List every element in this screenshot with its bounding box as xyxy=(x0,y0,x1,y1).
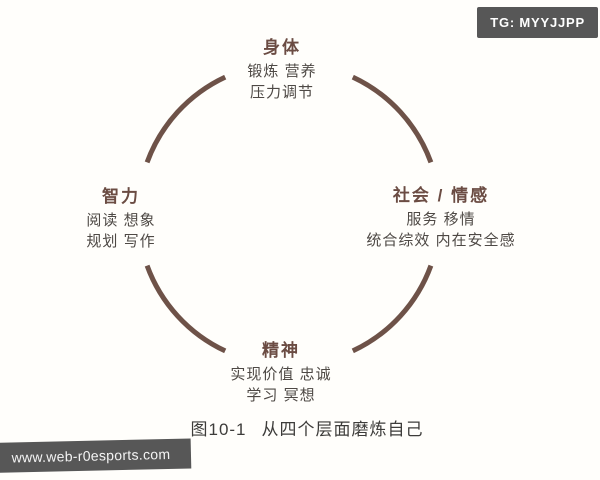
section-line: 统合综效 内在安全感 xyxy=(366,232,516,249)
section-line: 压力调节 xyxy=(249,84,315,101)
circle-arc-northwest xyxy=(144,74,227,164)
section-social-emotional: 社会 / 情感 服务 移情 统合综效 内在安全感 xyxy=(366,185,515,251)
section-physical: 身体 锻炼 营养 压力调节 xyxy=(247,37,316,103)
figure-number: 图10-1 xyxy=(190,420,247,439)
section-title: 社会 / 情感 xyxy=(392,186,490,205)
section-line: 服务 移情 xyxy=(406,211,476,228)
circle-arc-southwest xyxy=(144,264,227,354)
section-title: 智力 xyxy=(101,187,140,206)
section-title: 身体 xyxy=(262,38,301,57)
circle-arc-southeast xyxy=(351,264,434,354)
circle-arc-northeast xyxy=(351,74,434,164)
section-spiritual: 精神 实现价值 忠诚 学习 冥想 xyxy=(230,340,331,406)
website-watermark-ribbon: www.web-r0esports.com xyxy=(0,438,192,473)
telegram-watermark-badge: TG: MYYJJPP xyxy=(477,7,598,38)
section-line: 阅读 想象 xyxy=(86,212,156,229)
section-line: 规划 写作 xyxy=(86,233,156,250)
section-title: 精神 xyxy=(261,341,300,360)
section-line: 实现价值 忠诚 xyxy=(230,366,332,383)
section-line: 学习 冥想 xyxy=(246,387,316,404)
section-mental: 智力 阅读 想象 规划 写作 xyxy=(86,186,155,252)
figure-title: 从四个层面磨炼自己 xyxy=(261,420,424,439)
figure-caption: 图10-1 从四个层面磨炼自己 xyxy=(190,420,423,440)
section-line: 锻炼 营养 xyxy=(247,63,317,80)
